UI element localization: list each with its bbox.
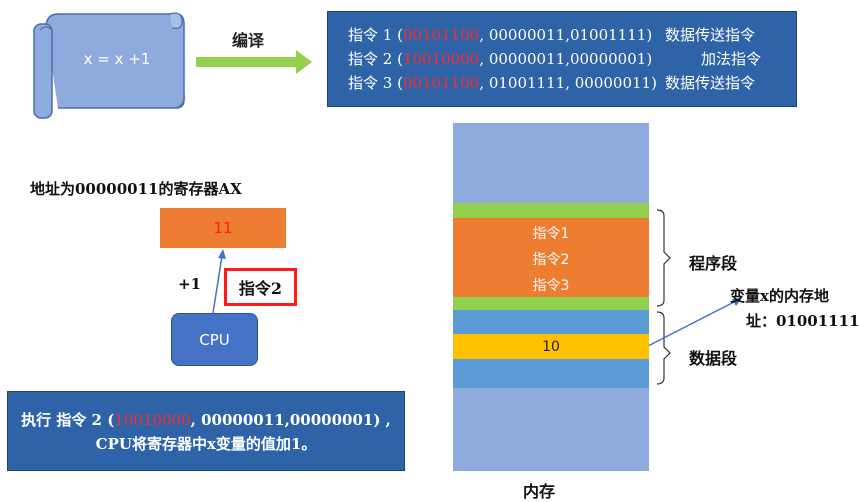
data-segment-label: 数据段: [689, 349, 738, 368]
instruction-row: 指令 3 (00101100, 01001111, 00000011) 数据传送…: [328, 71, 796, 95]
instruction-desc: 数据传送指令: [665, 26, 756, 44]
cpu-label: CPU: [199, 330, 230, 349]
memory-green-band-top: [453, 203, 649, 218]
instruction-list-box: 指令 1 (00101100, 00000011,01001111) 数据传送指…: [327, 11, 797, 107]
register-title: 地址为00000011的寄存器AX: [30, 180, 242, 198]
memory-green-band-bottom: [453, 297, 649, 310]
plus-one-label: +1: [178, 275, 202, 293]
execution-line-1: 执行 指令 2 (10010000, 00000011,00000001) ,: [21, 411, 391, 429]
instruction-desc: 加法指令: [701, 50, 762, 68]
program-item: 指令1: [532, 226, 570, 242]
data-segment-lower: [453, 359, 649, 388]
source-expression: x = x +1: [83, 50, 151, 68]
instruction-2-label: 指令2: [238, 279, 283, 298]
variable-x-cell: 10: [453, 334, 649, 359]
data-segment-bracket: [656, 311, 671, 385]
memory-label: 内存: [523, 482, 556, 501]
execution-line-2: CPU将寄存器中x变量的值加1。: [95, 435, 317, 453]
program-segment-block: [453, 218, 649, 297]
instruction-row: 指令 2 (10010000, 00000011,00000001) 加法指令: [328, 47, 796, 71]
cpu-box: CPU: [171, 313, 258, 366]
program-item: 指令3: [532, 278, 570, 294]
instruction-desc: 数据传送指令: [665, 74, 756, 92]
program-segment-bracket: [656, 209, 671, 307]
execution-box: 执行 指令 2 (10010000, 00000011,00000001) , …: [7, 391, 405, 471]
variable-address-label: 变量x的内存地 址：01001111: [730, 287, 859, 330]
register-ax-box: 11: [160, 208, 286, 248]
variable-address-arrow: [647, 298, 742, 347]
program-item: 指令2: [532, 252, 570, 268]
compile-label: 编译: [232, 31, 265, 50]
compile-arrow: [196, 50, 312, 74]
program-segment-label: 程序段: [689, 254, 738, 273]
register-value: 11: [213, 219, 233, 237]
variable-x-value: 10: [542, 338, 560, 355]
data-segment-upper: [453, 310, 649, 334]
instruction-row: 指令 1 (00101100, 00000011,01001111) 数据传送指…: [328, 23, 796, 47]
cpu-to-register-arrow: [212, 249, 226, 314]
instruction-2-box: 指令2: [224, 268, 297, 306]
scroll-shape: [33, 12, 185, 119]
